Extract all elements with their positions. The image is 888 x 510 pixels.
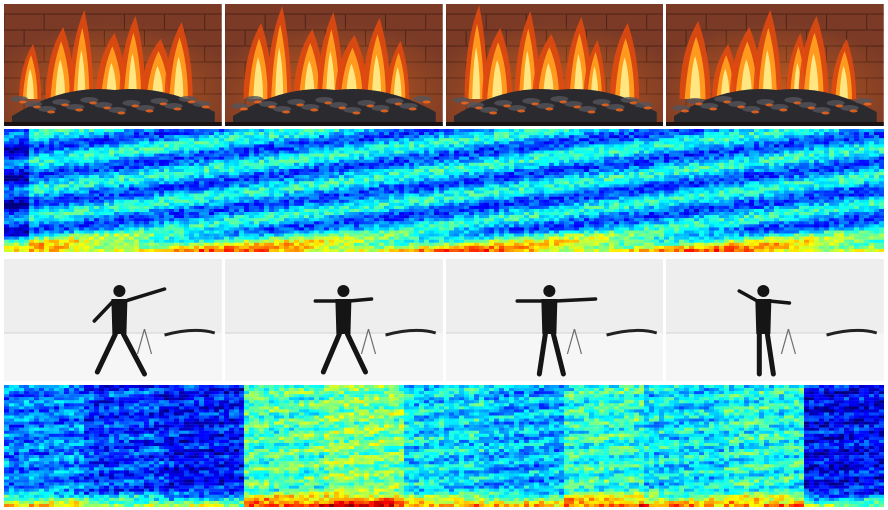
fireplace-frame-cell: [445, 4, 664, 126]
fireplace-frame-4: [666, 4, 884, 126]
fireplace-frame-cell: [224, 4, 443, 126]
fire-spectrogram-canvas: [4, 129, 884, 252]
dancer-frame-cell: [224, 259, 443, 381]
dancer-frame-1: [4, 259, 222, 381]
dancer-frame-cell: [666, 259, 884, 381]
fireplace-frame-1: [4, 4, 222, 126]
fire-audio-spectrogram: [4, 129, 884, 252]
dancer-frame-2: [224, 259, 443, 381]
dancer-frame-cell: [445, 259, 664, 381]
fireplace-frame-3: [445, 4, 664, 126]
dance-audio-spectrogram: [4, 385, 884, 507]
dancer-frame-4: [666, 259, 884, 381]
fireplace-frame-2: [224, 4, 443, 126]
dancer-frame-cell: [4, 259, 222, 381]
fireplace-frames-row: [4, 4, 884, 126]
fireplace-frame-cell: [4, 4, 222, 126]
fireplace-frame-cell: [666, 4, 884, 126]
dancer-frames-row: [4, 259, 884, 381]
dance-spectrogram-canvas: [4, 385, 884, 507]
dancer-frame-3: [445, 259, 664, 381]
